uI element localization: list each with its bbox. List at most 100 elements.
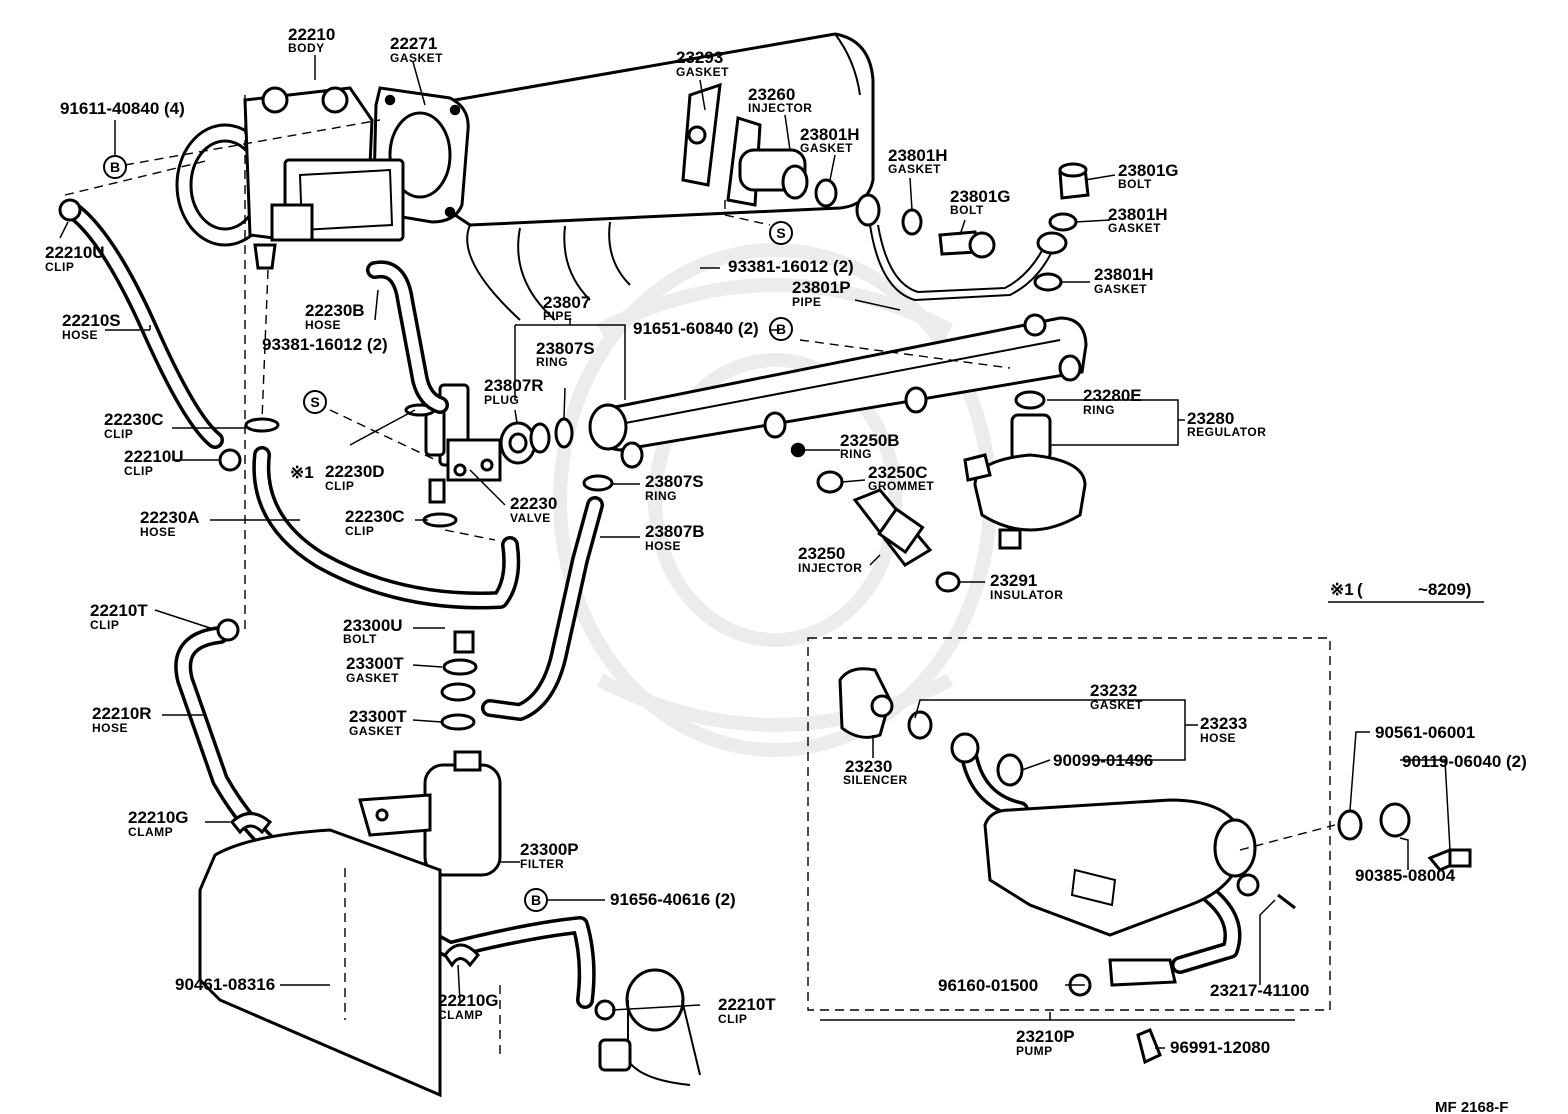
svg-text:22230D: 22230D bbox=[325, 462, 385, 481]
svg-text:22210G: 22210G bbox=[438, 991, 499, 1010]
label-22230a-hose: 22230A HOSE bbox=[140, 508, 200, 539]
svg-text:INJECTOR: INJECTOR bbox=[748, 101, 812, 115]
svg-text:REGULATOR: REGULATOR bbox=[1187, 425, 1266, 439]
label-22230c-clip-a: 22230C CLIP bbox=[104, 410, 164, 441]
svg-text:INJECTOR: INJECTOR bbox=[798, 561, 862, 575]
label-23233-hose: 23233 HOSE bbox=[1200, 714, 1247, 745]
label-23280e-ring: 23280E RING bbox=[1083, 386, 1142, 417]
svg-text:※1: ※1 bbox=[1330, 580, 1354, 599]
label-23300t-gasket-b: 23300T GASKET bbox=[349, 707, 407, 738]
svg-text:RING: RING bbox=[536, 355, 568, 369]
label-23250-injector: 23250 INJECTOR bbox=[798, 544, 862, 575]
symbol-b-rail: B bbox=[769, 317, 793, 341]
svg-text:SILENCER: SILENCER bbox=[843, 773, 908, 787]
plug-and-ring bbox=[499, 417, 614, 492]
label-23807b-hose: 23807B HOSE bbox=[645, 522, 705, 553]
svg-text:90461-08316: 90461-08316 bbox=[175, 975, 275, 994]
svg-text:23233: 23233 bbox=[1200, 714, 1247, 733]
svg-text:HOSE: HOSE bbox=[92, 721, 128, 735]
leader-lines bbox=[59, 55, 1451, 1049]
label-22210g-clamp-b: 22210G CLAMP bbox=[438, 991, 499, 1022]
svg-text:23807S: 23807S bbox=[536, 339, 595, 358]
svg-text:22230C: 22230C bbox=[104, 410, 164, 429]
svg-text:23300P: 23300P bbox=[520, 840, 579, 859]
label-23291-insulator: 23291 INSULATOR bbox=[990, 571, 1063, 602]
svg-text:GASKET: GASKET bbox=[1090, 698, 1143, 712]
svg-text:HOSE: HOSE bbox=[1200, 731, 1236, 745]
svg-text:22230B: 22230B bbox=[305, 301, 365, 320]
svg-text:23801H: 23801H bbox=[1108, 205, 1168, 224]
label-22210u-clip-b: 22210U CLIP bbox=[124, 447, 184, 478]
svg-text:23801H: 23801H bbox=[800, 125, 860, 144]
svg-text:90561-06001: 90561-06001 bbox=[1375, 723, 1475, 742]
label-22230c-clip-b: 22230C CLIP bbox=[345, 507, 405, 538]
svg-text:CLAMP: CLAMP bbox=[128, 825, 173, 839]
svg-text:BOLT: BOLT bbox=[343, 632, 377, 646]
label-23250b-ring: 23250B RING bbox=[840, 431, 900, 461]
label-90099-01496: 90099-01496 bbox=[1053, 751, 1153, 770]
svg-text:91611-40840 (4): 91611-40840 (4) bbox=[60, 99, 185, 118]
svg-text:PUMP: PUMP bbox=[1016, 1044, 1053, 1058]
label-22210-body: 22210 BODY bbox=[288, 25, 335, 55]
svg-text:90385-08004: 90385-08004 bbox=[1355, 866, 1456, 885]
label-23250c-grommet: 23250C GROMMET bbox=[868, 463, 934, 493]
svg-text:BOLT: BOLT bbox=[1118, 177, 1152, 191]
svg-text:23217-41100: 23217-41100 bbox=[1210, 981, 1309, 1000]
label-23807r-plug: 23807R PLUG bbox=[484, 376, 544, 407]
label-22210t-clip-a: 22210T CLIP bbox=[90, 601, 148, 632]
label-91656-40616: 91656-40616 (2) bbox=[610, 890, 736, 909]
svg-text:23807: 23807 bbox=[543, 293, 590, 312]
footer-diagram-code: MF 2168-F bbox=[1435, 1099, 1508, 1114]
label-23300t-gasket-a: 23300T GASKET bbox=[346, 654, 404, 685]
svg-text:93381-16012 (2): 93381-16012 (2) bbox=[262, 335, 388, 354]
label-23293-gasket: 23293 GASKET bbox=[676, 48, 729, 79]
symbol-markers: B S B S B bbox=[103, 155, 793, 912]
svg-text:GROMMET: GROMMET bbox=[868, 479, 934, 493]
throttle-body bbox=[175, 86, 405, 270]
svg-text:23230: 23230 bbox=[845, 757, 892, 776]
svg-text:90099-01496: 90099-01496 bbox=[1053, 751, 1153, 770]
label-22230d-clip: 22230D CLIP bbox=[325, 462, 385, 493]
cold-start-pipe bbox=[855, 162, 1090, 302]
injector-assy bbox=[790, 442, 961, 593]
svg-text:(: ( bbox=[1357, 580, 1363, 599]
svg-text:22210T: 22210T bbox=[90, 601, 148, 620]
svg-text:HOSE: HOSE bbox=[645, 539, 681, 553]
svg-text:22210T: 22210T bbox=[718, 995, 776, 1014]
svg-text:23232: 23232 bbox=[1090, 681, 1137, 700]
svg-text:B: B bbox=[531, 892, 541, 908]
svg-text:23291: 23291 bbox=[990, 571, 1037, 590]
label-23217-41100: 23217-41100 bbox=[1210, 981, 1309, 1000]
svg-text:CLIP: CLIP bbox=[124, 464, 153, 478]
symbol-b-filter: B bbox=[524, 888, 548, 912]
label-23801h-gasket-a: 23801H GASKET bbox=[800, 125, 860, 155]
svg-text:CLIP: CLIP bbox=[325, 479, 354, 493]
svg-text:22210G: 22210G bbox=[128, 808, 189, 827]
pump-mount-hardware bbox=[1337, 802, 1472, 872]
svg-text:GASKET: GASKET bbox=[390, 51, 443, 65]
svg-text:22210S: 22210S bbox=[62, 311, 121, 330]
svg-text:91651-60840 (2): 91651-60840 (2) bbox=[633, 319, 759, 338]
svg-text:23280: 23280 bbox=[1187, 409, 1234, 428]
label-93381-16012-a: 93381-16012 (2) bbox=[728, 257, 854, 276]
svg-text:PIPE: PIPE bbox=[543, 309, 572, 323]
pressure-regulator bbox=[963, 390, 1087, 550]
svg-text:90119-06040 (2): 90119-06040 (2) bbox=[1402, 752, 1527, 771]
svg-text:23807B: 23807B bbox=[645, 522, 705, 541]
svg-text:23807S: 23807S bbox=[645, 472, 704, 491]
label-23280-regulator: 23280 REGULATOR bbox=[1187, 409, 1266, 439]
svg-text:22210U: 22210U bbox=[45, 243, 105, 262]
symbol-s-vsv: S bbox=[303, 390, 327, 414]
label-23801h-gasket-d: 23801H GASKET bbox=[1094, 265, 1154, 296]
svg-text:RING: RING bbox=[1083, 403, 1115, 417]
svg-text:~8209): ~8209) bbox=[1418, 580, 1471, 599]
label-23210p-pump: 23210P PUMP bbox=[1016, 1027, 1075, 1058]
svg-text:22210: 22210 bbox=[288, 25, 335, 44]
svg-text:GASKET: GASKET bbox=[1108, 221, 1161, 235]
svg-text:93381-16012 (2): 93381-16012 (2) bbox=[728, 257, 854, 276]
delivery-pipe-rail bbox=[588, 313, 1088, 469]
label-22210g-clamp-a: 22210G CLAMP bbox=[128, 808, 189, 839]
svg-text:23300T: 23300T bbox=[349, 707, 407, 726]
svg-text:23807R: 23807R bbox=[484, 376, 544, 395]
svg-text:23293: 23293 bbox=[676, 48, 723, 67]
